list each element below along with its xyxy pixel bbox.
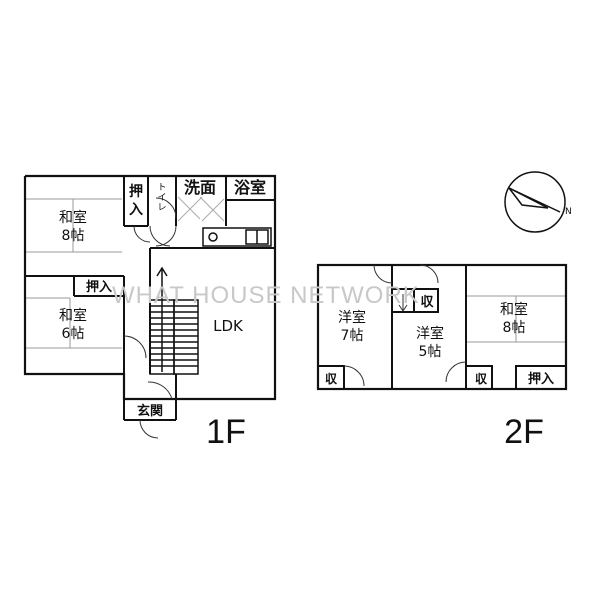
storage-left-2f: 収 [325,372,338,386]
room-washitsu-6-1f: 和室 6帖 [59,307,87,342]
bathroom-1f: 浴室 [234,178,266,197]
compass-label: N [565,207,572,217]
room-size: 8帖 [62,228,85,244]
toilet-line3: レ [157,203,166,213]
watermark: WHAT HOUSE NETWORK [112,282,420,309]
room-size: 6帖 [62,326,85,342]
storage-right-2f: 収 [475,372,488,386]
closet-line2: 入 [129,202,143,218]
room-name: 和室 [500,301,528,318]
room-name: 洋室 [416,325,444,342]
toilet-line1: ト [157,183,166,193]
entrance-1f: 玄関 [137,403,163,419]
room-washitsu-8-1f: 和室 8帖 [59,209,87,244]
room-size: 5帖 [419,344,442,360]
floor-1f [23,174,277,439]
toilet-line2: イ [157,193,166,203]
room-size: 8帖 [503,320,526,336]
floor-label-2f: 2F [504,413,544,451]
room-yoshitsu-5-2f: 洋室 5帖 [416,325,444,360]
room-name: 和室 [59,209,87,226]
closet-line1: 押 [129,183,143,200]
room-washitsu-8-2f: 和室 8帖 [500,301,528,336]
closet-2f: 押入 [528,371,554,387]
washroom-1f: 洗面 [184,178,216,197]
room-size: 7帖 [341,328,364,344]
floor-label-1f: 1F [206,413,246,451]
floor-2f [316,263,568,391]
room-name: 和室 [59,307,87,324]
closet-mid-1f: 押入 [86,279,112,295]
closet-top-1f: 押 入 [129,183,143,218]
ldk-1f: LDK [213,317,244,335]
room-yoshitsu-7-2f: 洋室 7帖 [338,309,366,344]
toilet-1f: ト イ レ [157,183,166,213]
room-name: 洋室 [338,309,366,326]
storage-top-2f: 収 [420,295,434,310]
compass-icon [504,171,566,233]
